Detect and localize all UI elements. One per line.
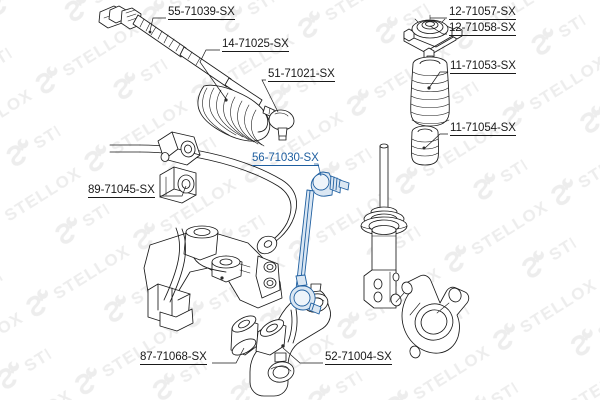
label-51-71021-sx: 51-71021-SX — [268, 68, 335, 82]
label-12-71058-sx: 12-71058-SX — [449, 22, 516, 36]
label-12-71057-sx: 12-71057-SX — [449, 6, 516, 20]
part-rack-boot-14-71025-SX — [197, 84, 271, 147]
leader-87-71068 — [212, 347, 245, 364]
part-stabilizer-bushing-89-71045-SX — [157, 131, 201, 204]
part-subframe-crossmember-87-71068-SX — [143, 225, 283, 356]
leader-12-71058 — [429, 25, 447, 35]
leader-51-71021 — [261, 79, 279, 113]
leader-lines — [149, 17, 448, 364]
leader-55-71039 — [149, 17, 166, 32]
leader-89-71045 — [160, 185, 187, 197]
part-strut-top-mount-12-71057-SX — [403, 14, 463, 64]
label-11-71053-sx: 11-71053-SX — [450, 60, 516, 74]
leader-52-71004 — [282, 347, 323, 364]
label-14-71025-sx: 14-71025-SX — [222, 38, 289, 52]
label-89-71045-sx: 89-71045-SX — [88, 184, 155, 198]
leader-14-71025 — [199, 49, 227, 100]
leader-11-71053 — [428, 71, 448, 89]
leader-56-71030 — [314, 163, 322, 177]
part-shock-absorber-strut — [360, 143, 408, 309]
part-bump-stop-11-71054-SX — [411, 125, 439, 166]
part-stabilizer-link-56-71030-SX-highlighted — [289, 171, 350, 315]
label-56-71030-sx-highlighted: 56-71030-SX — [252, 152, 319, 166]
label-11-71054-sx: 11-71054-SX — [450, 122, 516, 136]
part-lower-control-arm-52-71004-SX — [249, 283, 331, 397]
label-55-71039-sx: 55-71039-SX — [168, 6, 235, 20]
label-52-71004-sx: 52-71004-SX — [325, 351, 392, 365]
part-outer-tie-rod-end-51-71021-SX — [262, 105, 295, 141]
leader-11-71054 — [424, 133, 448, 149]
part-steering-knuckle — [390, 274, 470, 359]
label-87-71068-sx: 87-71068-SX — [140, 351, 207, 365]
part-inner-tie-rod-55-71039-SX — [98, 5, 263, 108]
part-dust-cover-11-71053-SX — [410, 56, 450, 127]
